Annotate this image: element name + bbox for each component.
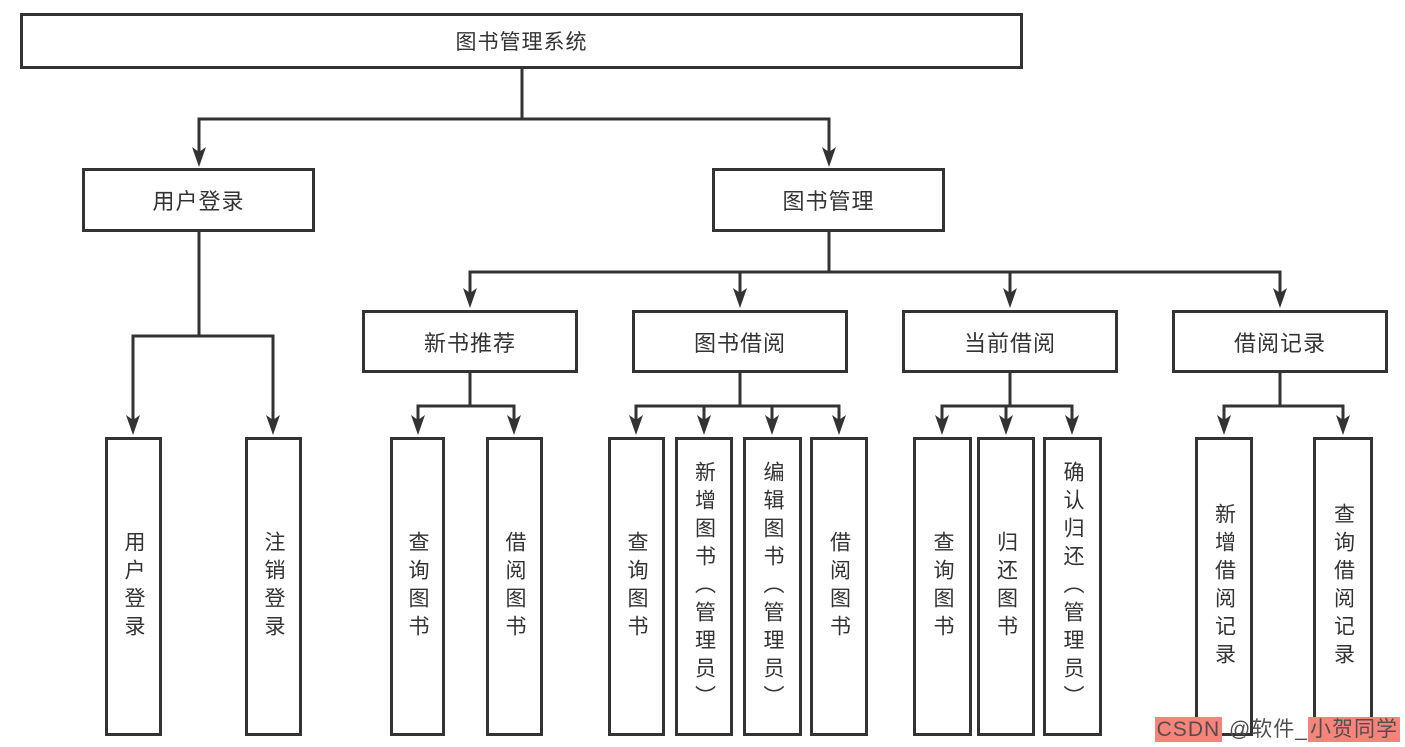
node-current-borrow-label: 当前借阅 (963, 330, 1056, 356)
watermark-username: 小贺同学 (1308, 717, 1400, 742)
connector-root-to-level2 (192, 69, 836, 167)
watermark-separator: @软件_ (1222, 718, 1308, 741)
node-borrow-records-label: 借阅记录 (1233, 330, 1326, 356)
leaf-query-book-borrow-label: 查询图书 (625, 530, 648, 643)
leaf-confirm-return-admin: 确认归还（管理员） (1043, 437, 1102, 736)
watermark: CSDN @软件_小贺同学 (1154, 713, 1400, 743)
node-book-borrow: 图书借阅 (632, 310, 848, 373)
leaf-query-borrow-record-label: 查询借阅记录 (1331, 502, 1355, 671)
leaf-confirm-return-admin-label: 确认归还（管理员） (1061, 460, 1084, 713)
node-user-login: 用户登录 (82, 168, 315, 232)
connector-new-book-to-leaves (411, 373, 521, 435)
leaf-query-book-recommend: 查询图书 (390, 437, 445, 736)
leaf-query-book-current-label: 查询图书 (931, 530, 954, 643)
node-borrow-records: 借阅记录 (1172, 310, 1388, 373)
connector-user-login-to-leaves (126, 232, 280, 435)
leaf-query-book-borrow: 查询图书 (608, 437, 665, 736)
leaf-edit-book-admin: 编辑图书（管理员） (743, 437, 802, 736)
node-book-management: 图书管理 (712, 168, 945, 232)
leaf-borrow-book: 借阅图书 (810, 437, 868, 736)
leaf-user-login: 用户登录 (105, 437, 162, 736)
leaf-query-borrow-record: 查询借阅记录 (1313, 437, 1373, 736)
node-new-book-recommend-label: 新书推荐 (423, 330, 516, 356)
leaf-return-book-label: 归还图书 (994, 530, 1018, 643)
node-book-borrow-label: 图书借阅 (693, 330, 786, 356)
node-current-borrow: 当前借阅 (902, 310, 1118, 373)
leaf-logout-label: 注销登录 (262, 530, 285, 643)
leaf-add-borrow-record-label: 新增借阅记录 (1212, 502, 1236, 671)
connector-borrow-records-to-leaves (1217, 373, 1350, 435)
connector-current-borrow-to-leaves (935, 373, 1079, 435)
node-user-login-label: 用户登录 (152, 189, 245, 214)
node-book-management-label: 图书管理 (782, 189, 875, 214)
leaf-user-login-label: 用户登录 (122, 530, 145, 643)
leaf-add-borrow-record: 新增借阅记录 (1195, 437, 1253, 736)
leaf-logout: 注销登录 (245, 437, 302, 736)
leaf-query-book-current: 查询图书 (913, 437, 972, 736)
node-root: 图书管理系统 (20, 13, 1023, 69)
leaf-borrow-book-recommend: 借阅图书 (486, 437, 543, 736)
leaf-borrow-book-recommend-label: 借阅图书 (503, 530, 526, 643)
connector-book-borrow-to-leaves (629, 373, 846, 435)
leaf-query-book-recommend-label: 查询图书 (406, 530, 429, 643)
leaf-add-book-admin: 新增图书（管理员） (675, 437, 733, 736)
leaf-borrow-book-label: 借阅图书 (827, 530, 851, 643)
leaf-return-book: 归还图书 (977, 437, 1035, 736)
node-root-label: 图书管理系统 (455, 31, 588, 54)
leaf-edit-book-admin-label: 编辑图书（管理员） (761, 460, 784, 713)
leaf-add-book-admin-label: 新增图书（管理员） (692, 460, 716, 713)
watermark-brand: CSDN (1154, 717, 1223, 742)
node-new-book-recommend: 新书推荐 (362, 310, 578, 373)
connector-book-management-to-level3 (463, 232, 1287, 308)
